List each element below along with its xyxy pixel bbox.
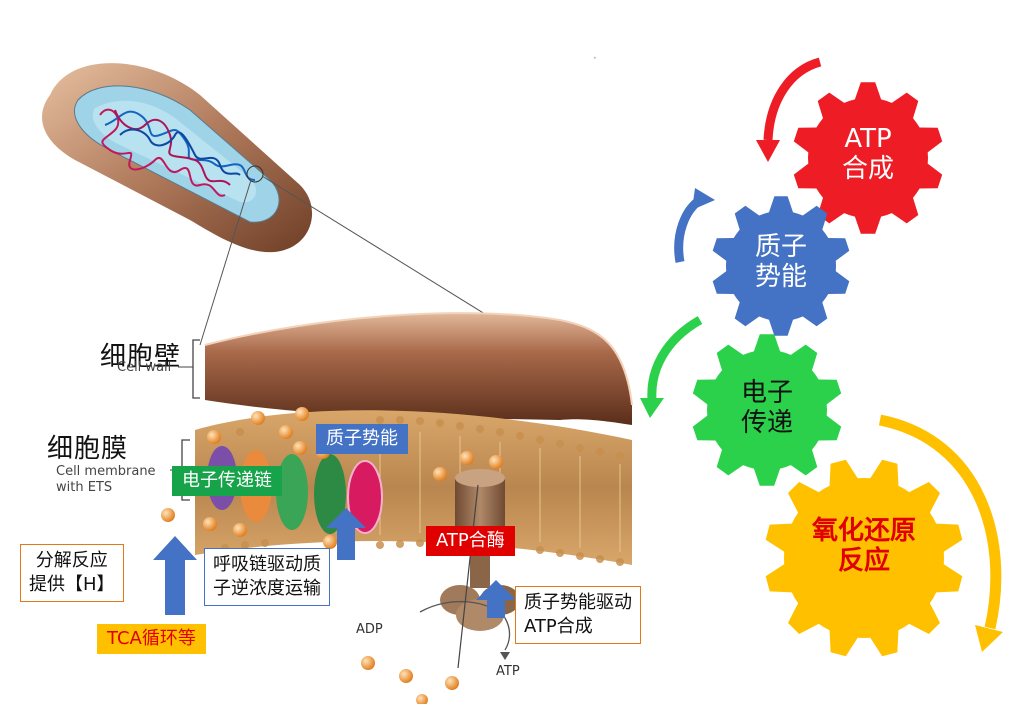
box-respiration-line2: 子逆浓度运输 <box>213 578 321 599</box>
gear-electron-transport <box>692 334 842 486</box>
box-decomposition-line1: 分解反应 <box>35 550 108 571</box>
atp-label: ATP <box>496 664 520 679</box>
svg-text:·: · <box>593 51 597 65</box>
cell-wall-en-label: Cell wall <box>117 360 172 375</box>
proton-particles <box>161 407 503 704</box>
gear-redox-reaction <box>765 459 963 657</box>
adp-label: ADP <box>356 622 383 637</box>
gear-proton-text: 质子 势能 <box>731 232 831 292</box>
tag-tca-cycle: TCA循环等 <box>97 624 206 654</box>
gear-proton-line1: 质子 <box>754 232 807 262</box>
box-proton-drive-line1: 质子势能驱动 <box>524 592 632 613</box>
gear-proton-line2: 势能 <box>754 262 807 292</box>
cycle-arrows <box>640 57 1003 652</box>
box-respiration-line1: 呼吸链驱动质 <box>213 554 321 575</box>
gear-redox-line1: 氧化还原 <box>811 516 916 546</box>
cell-wall-bracket <box>192 339 200 399</box>
gear-proton-potential <box>712 196 850 336</box>
cell-membrane-en-line2: with ETS <box>56 480 113 495</box>
tag-atp-synthase: ATP合酶 <box>426 526 515 556</box>
cell-wall-label: 细胞壁 <box>100 342 182 372</box>
gear-atp-line2: 合成 <box>841 154 894 184</box>
gear-electron-line2: 传递 <box>740 408 793 438</box>
gear-atp-text: ATP 合成 <box>818 124 918 184</box>
bacterium-illustration <box>42 63 313 253</box>
tag-proton-potential: 质子势能 <box>316 424 408 454</box>
gear-atp-line1: ATP <box>844 124 892 154</box>
cell-membrane-label: 细胞膜 <box>47 434 129 464</box>
cell-wall-illustration <box>204 312 633 425</box>
tag-electron-chain: 电子传递链 <box>172 466 282 496</box>
gear-electron-line1: 电子 <box>740 378 793 408</box>
gear-redox-line2: 反应 <box>837 546 890 576</box>
box-proton-drive: 质子势能驱动 ATP合成 <box>515 586 641 644</box>
box-decomposition-line2: 提供【H】 <box>29 574 115 595</box>
zoom-line-left <box>199 179 252 346</box>
gear-electron-text: 电子 传递 <box>717 378 817 438</box>
blue-up-arrows <box>153 508 516 618</box>
box-respiration: 呼吸链驱动质 子逆浓度运输 <box>204 548 330 606</box>
gear-atp-synthesis <box>793 82 943 234</box>
cell-membrane-en-line1: Cell membrane <box>56 464 156 479</box>
gear-redox-text: 氧化还原 反应 <box>790 516 938 576</box>
box-decomposition: 分解反应 提供【H】 <box>20 544 124 602</box>
box-proton-drive-line2: ATP合成 <box>524 616 593 637</box>
